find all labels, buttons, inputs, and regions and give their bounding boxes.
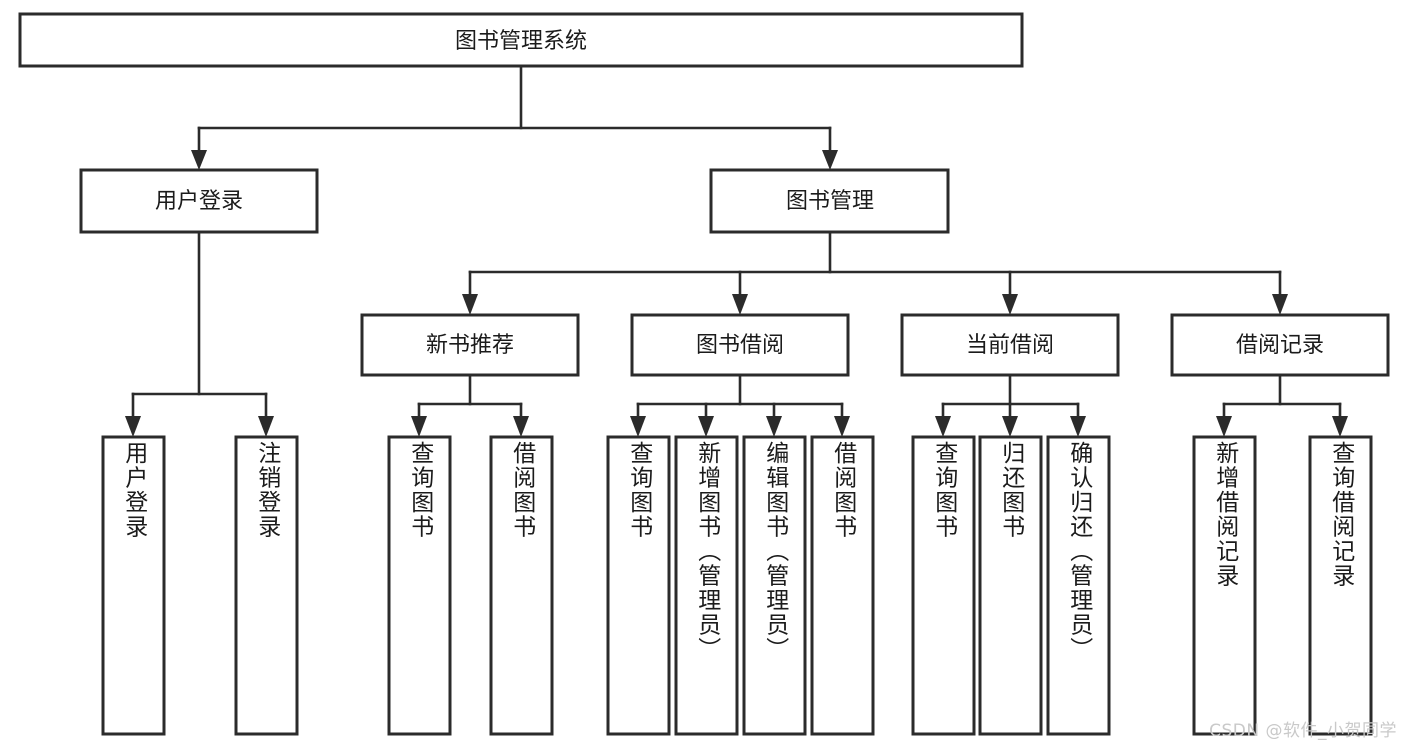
csdn-watermark: CSDN @软件_小贺同学 bbox=[1209, 721, 1397, 741]
arrow-to-book-manage-icon bbox=[822, 150, 838, 170]
node-current-borrow-label: 当前借阅 bbox=[966, 333, 1054, 358]
arrow-leaf-add-record-icon bbox=[1216, 416, 1232, 437]
arrow-leaf-borrow-book-2-icon bbox=[834, 416, 850, 437]
node-new-book-recommend[interactable]: 新书推荐 bbox=[360, 313, 580, 377]
leaf-query-book-1-rect[interactable] bbox=[387, 435, 452, 736]
leaf-user-login-rect[interactable] bbox=[101, 435, 166, 736]
leaf-user-login-label-box: 用户登录 bbox=[103, 437, 164, 734]
leaf-logout-rect[interactable] bbox=[234, 435, 299, 736]
leaf-confirm-return-label: 确认归还（管理员） bbox=[1065, 441, 1092, 662]
leaf-add-book-label-box: 新增图书（管理员） bbox=[676, 437, 737, 734]
arrow-leaf-query-book-2-icon bbox=[630, 416, 646, 437]
node-user-login[interactable]: 用户登录 bbox=[79, 168, 319, 234]
leaf-return-book-rect[interactable] bbox=[978, 435, 1043, 736]
leaf-query-book-3-rect[interactable] bbox=[911, 435, 976, 736]
leaf-query-book-3-label-box: 查询图书 bbox=[913, 437, 974, 734]
node-root[interactable]: 图书管理系统 bbox=[18, 12, 1024, 68]
arrow-leaf-confirm-return-icon bbox=[1070, 416, 1086, 437]
arrow-to-new-book-icon bbox=[462, 294, 478, 315]
node-new-book-recommend-label: 新书推荐 bbox=[426, 333, 514, 358]
node-user-login-label: 用户登录 bbox=[155, 189, 243, 214]
leaf-borrow-book-2-label: 借阅图书 bbox=[829, 441, 856, 539]
arrow-leaf-query-book-3-icon bbox=[935, 416, 951, 437]
leaf-borrow-book-1-rect[interactable] bbox=[489, 435, 554, 736]
node-book-borrow-label: 图书借阅 bbox=[696, 333, 784, 358]
leaf-borrow-book-2-label-box: 借阅图书 bbox=[812, 437, 873, 734]
leaf-query-record-label-box: 查询借阅记录 bbox=[1310, 437, 1371, 734]
leaf-add-book-rect[interactable] bbox=[674, 435, 739, 736]
leaf-layer bbox=[101, 435, 1373, 736]
leaf-add-record-label-box: 新增借阅记录 bbox=[1194, 437, 1255, 734]
arrow-leaf-add-book-icon bbox=[698, 416, 714, 437]
node-book-borrow-rect[interactable] bbox=[630, 313, 850, 377]
leaf-borrow-book-2-rect[interactable] bbox=[810, 435, 875, 736]
arrow-leaf-user-login-icon bbox=[125, 416, 141, 437]
arrow-leaf-return-book-icon bbox=[1002, 416, 1018, 437]
node-borrow-record-label: 借阅记录 bbox=[1236, 333, 1324, 358]
leaf-query-record-rect[interactable] bbox=[1308, 435, 1373, 736]
leaf-add-record-label: 新增借阅记录 bbox=[1211, 441, 1238, 588]
arrow-leaf-borrow-book-1-icon bbox=[513, 416, 529, 437]
node-borrow-record-rect[interactable] bbox=[1170, 313, 1390, 377]
leaf-confirm-return-label-box: 确认归还（管理员） bbox=[1048, 437, 1109, 734]
node-root-rect[interactable] bbox=[18, 12, 1024, 68]
leaf-query-book-3-label: 查询图书 bbox=[930, 441, 957, 539]
arrow-to-current-borrow-icon bbox=[1002, 294, 1018, 315]
arrow-to-user-login-icon bbox=[191, 150, 207, 170]
node-book-borrow[interactable]: 图书借阅 bbox=[630, 313, 850, 377]
leaf-edit-book-rect[interactable] bbox=[742, 435, 807, 736]
arrow-to-borrow-record-icon bbox=[1272, 294, 1288, 315]
arrow-leaf-logout-icon bbox=[258, 416, 274, 437]
leaf-query-book-1-label-box: 查询图书 bbox=[389, 437, 450, 734]
node-book-manage[interactable]: 图书管理 bbox=[709, 168, 950, 234]
arrow-to-book-borrow-icon bbox=[732, 294, 748, 315]
leaf-query-record-label: 查询借阅记录 bbox=[1327, 441, 1354, 588]
leaf-edit-book-label-box: 编辑图书（管理员） bbox=[744, 437, 805, 734]
leaf-query-book-1-label: 查询图书 bbox=[406, 441, 433, 539]
leaf-add-book-label: 新增图书（管理员） bbox=[693, 441, 720, 662]
arrow-leaf-edit-book-icon bbox=[766, 416, 782, 437]
node-user-login-rect[interactable] bbox=[79, 168, 319, 234]
arrow-leaf-query-book-1-icon bbox=[411, 416, 427, 437]
node-book-manage-rect[interactable] bbox=[709, 168, 950, 234]
leaf-confirm-return-rect[interactable] bbox=[1046, 435, 1111, 736]
leaf-borrow-book-1-label: 借阅图书 bbox=[508, 441, 535, 539]
leaf-return-book-label: 归还图书 bbox=[997, 441, 1024, 539]
node-current-borrow[interactable]: 当前借阅 bbox=[900, 313, 1120, 377]
leaf-return-book-label-box: 归还图书 bbox=[980, 437, 1041, 734]
connector-layer bbox=[125, 64, 1348, 437]
leaf-edit-book-label: 编辑图书（管理员） bbox=[761, 441, 788, 662]
node-root-label: 图书管理系统 bbox=[455, 29, 587, 54]
leaf-query-book-2-rect[interactable] bbox=[606, 435, 671, 736]
node-book-manage-label: 图书管理 bbox=[786, 189, 874, 214]
leaf-logout-label-box: 注销登录 bbox=[236, 437, 297, 734]
arrow-leaf-query-record-icon bbox=[1332, 416, 1348, 437]
leaf-borrow-book-1-label-box: 借阅图书 bbox=[491, 437, 552, 734]
leaf-user-login-label: 用户登录 bbox=[120, 441, 147, 539]
node-new-book-recommend-rect[interactable] bbox=[360, 313, 580, 377]
leaf-logout-label: 注销登录 bbox=[253, 441, 280, 539]
node-borrow-record[interactable]: 借阅记录 bbox=[1170, 313, 1390, 377]
leaf-query-book-2-label: 查询图书 bbox=[625, 441, 652, 539]
leaf-query-book-2-label-box: 查询图书 bbox=[608, 437, 669, 734]
node-current-borrow-rect[interactable] bbox=[900, 313, 1120, 377]
leaf-add-record-rect[interactable] bbox=[1192, 435, 1257, 736]
